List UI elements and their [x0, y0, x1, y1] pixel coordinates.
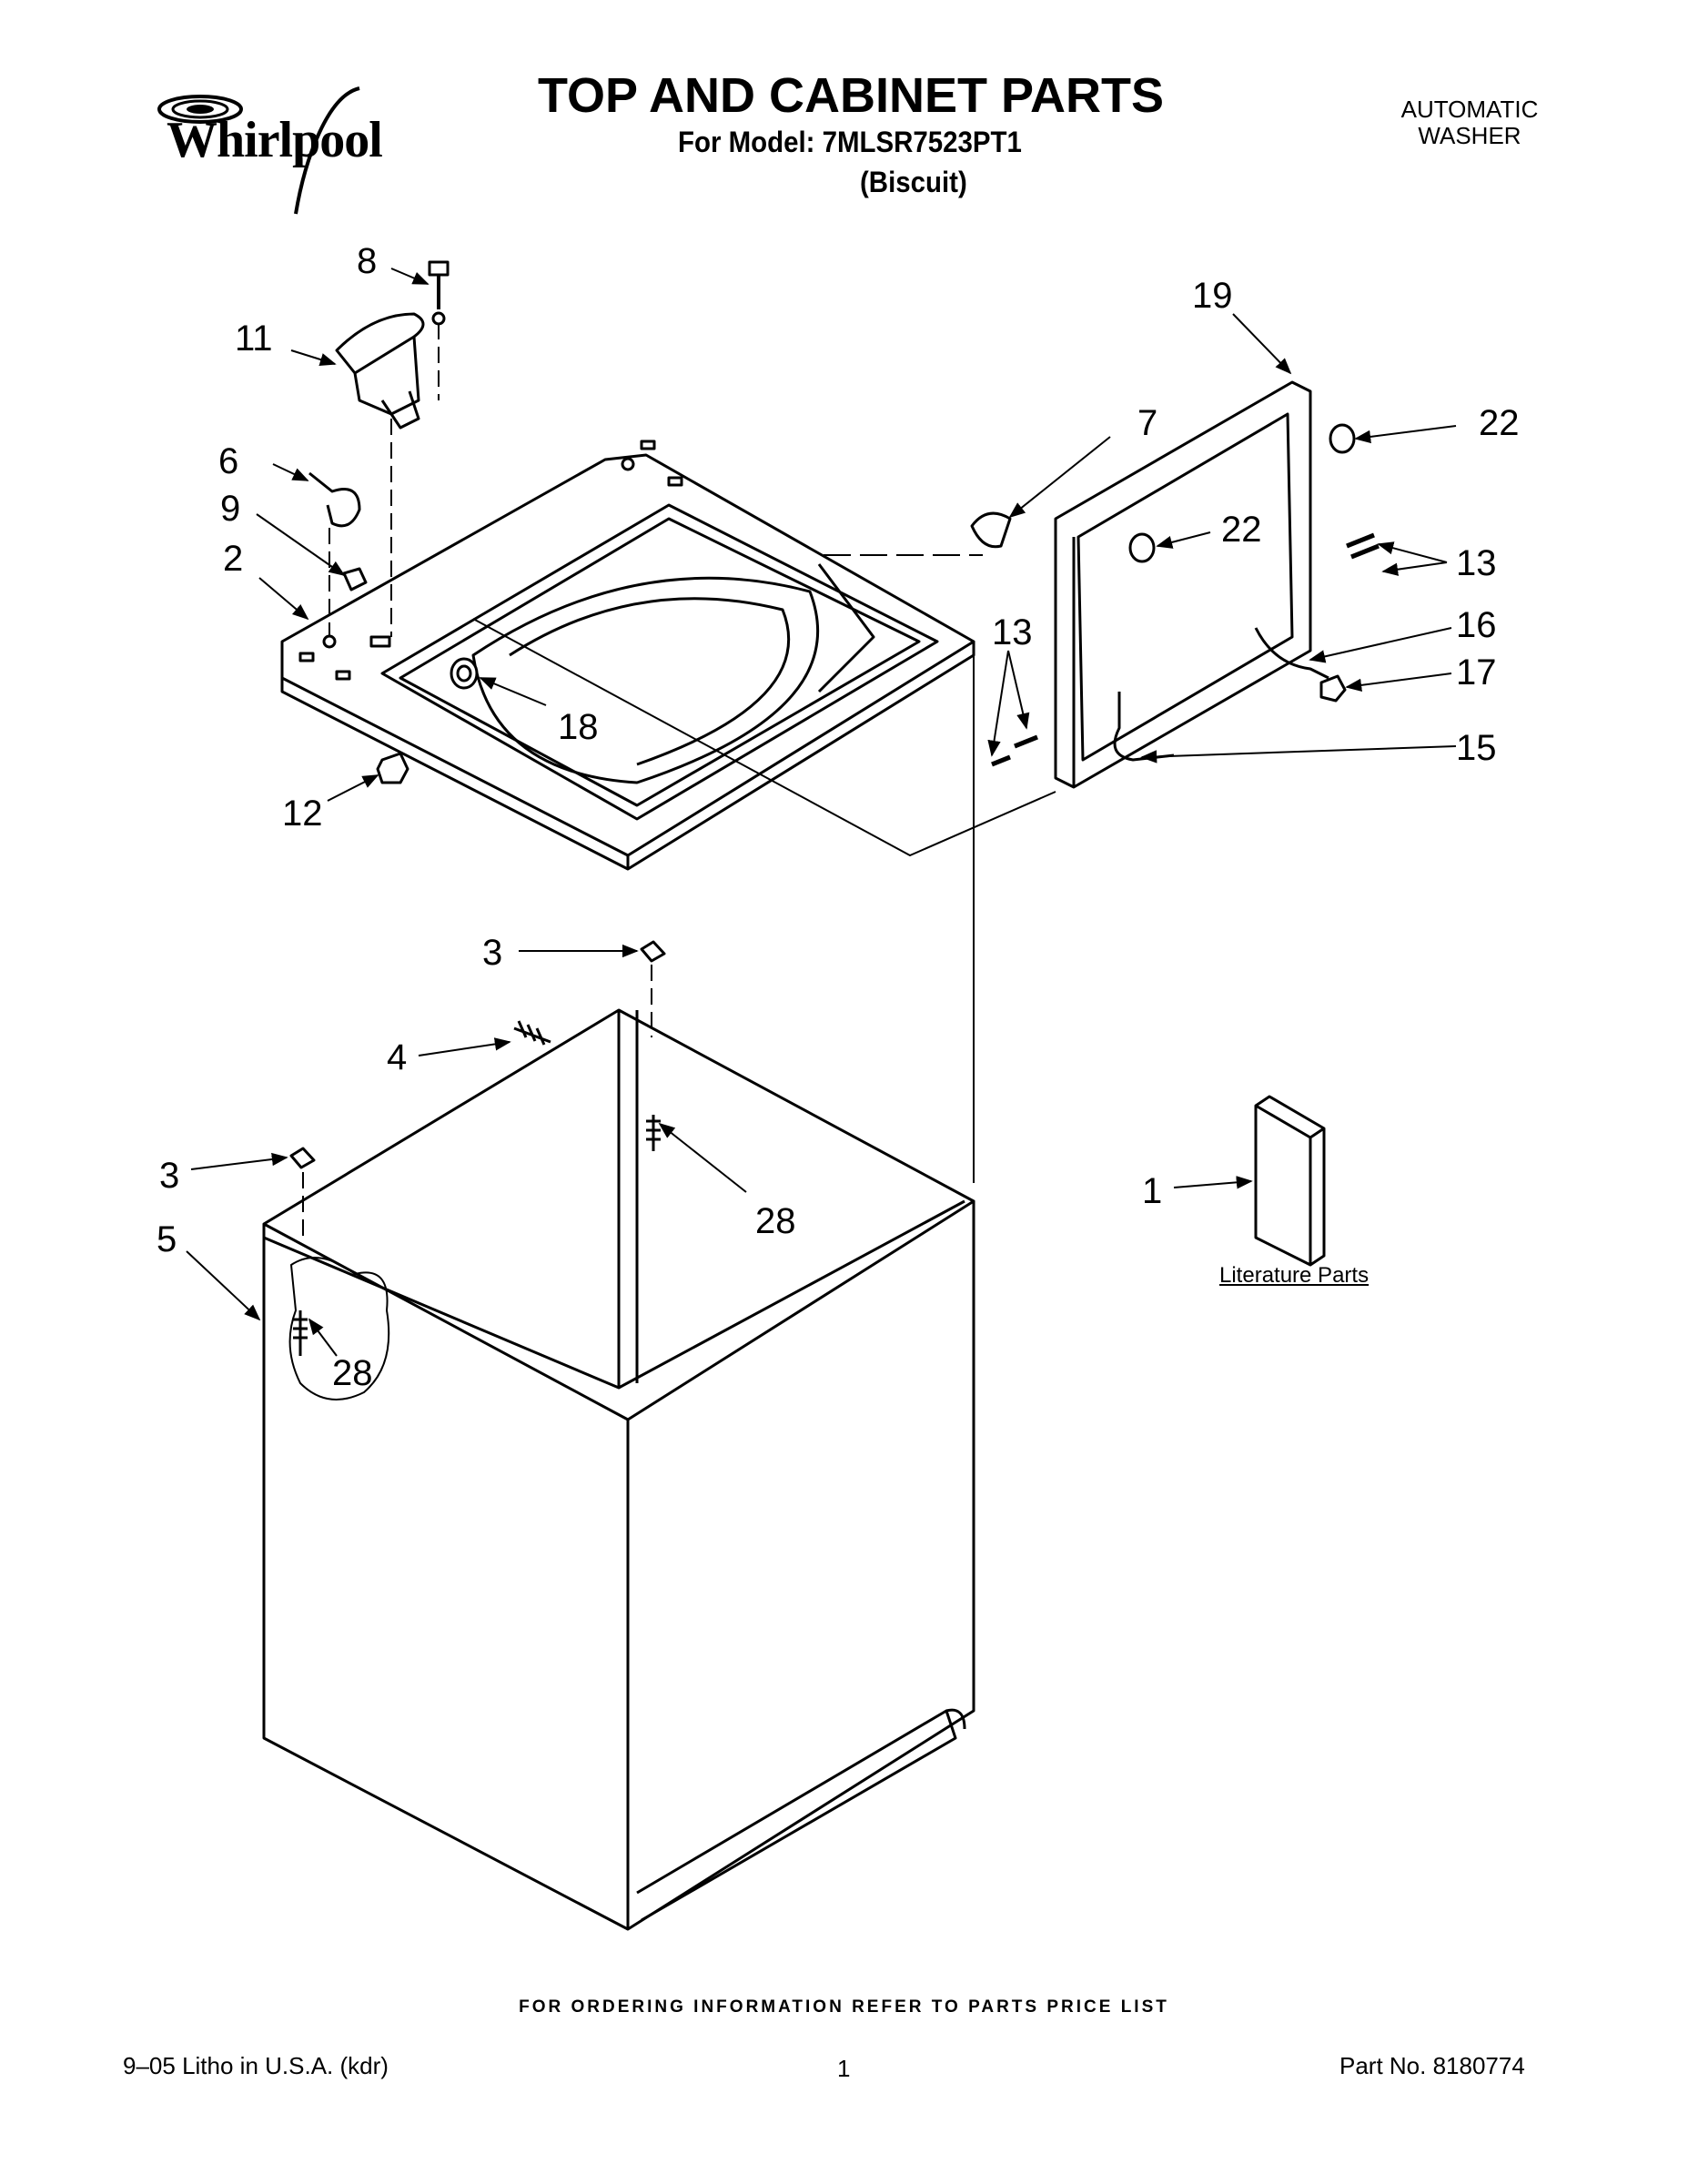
screw-28b-part: [293, 1310, 308, 1356]
appliance-type-line1: AUTOMATIC: [1400, 96, 1539, 123]
leader-17: [1345, 672, 1452, 693]
callout-1: 1: [1142, 1171, 1162, 1211]
bumper-22b-part: [1128, 532, 1156, 563]
litho-info: 9–05 Litho in U.S.A. (kdr): [123, 2052, 389, 2079]
leader-1: [1173, 1176, 1253, 1189]
leader-2: [258, 577, 309, 621]
appliance-type: AUTOMATIC WASHER: [1365, 96, 1574, 149]
screw-28a-part: [646, 1115, 661, 1151]
brand-wordmark: Whirlpool: [167, 112, 383, 168]
leader-6: [272, 463, 309, 481]
leader-13b-1: [987, 650, 1009, 757]
callout-9: 9: [220, 489, 240, 529]
clip-9-part: [342, 567, 368, 592]
lid-frame-part: [1054, 380, 1312, 789]
model-variant: (Biscuit): [860, 166, 967, 198]
screw-13b-part: [991, 734, 1038, 767]
leader-9: [256, 513, 346, 577]
appliance-type-line2: WASHER: [1418, 122, 1521, 149]
callout-17: 17: [1456, 652, 1497, 693]
leader-28b: [308, 1318, 338, 1357]
callout-16: 16: [1456, 605, 1497, 645]
screw-13a-part: [1346, 532, 1380, 560]
part-number: Part No. 8180774: [1339, 2052, 1525, 2079]
literature-parts-part: [1254, 1095, 1326, 1267]
callout-12: 12: [282, 794, 323, 834]
callout-28b: 28: [332, 1353, 373, 1393]
whirlpool-logo: [146, 77, 409, 223]
washer-top-part: [280, 440, 975, 871]
callout-22b: 22: [1221, 510, 1262, 550]
lid-hinge-7-part: [970, 511, 1012, 549]
ordering-note: FOR ORDERING INFORMATION REFER TO PARTS …: [519, 1997, 1169, 2017]
model-line: For Model: 7MLSR7523PT1: [678, 126, 1022, 158]
leader-3b: [190, 1152, 288, 1170]
leader-8: [390, 268, 430, 285]
leader-28a: [658, 1122, 747, 1193]
callout-18: 18: [558, 707, 599, 747]
screw-8-part: [428, 260, 450, 326]
screw-4-part: [513, 1020, 551, 1046]
callout-28a: 28: [755, 1201, 796, 1241]
leader-5: [186, 1250, 261, 1321]
leader-11: [290, 349, 337, 367]
hinge-rod-part: [1113, 627, 1329, 762]
leader-15: [1140, 745, 1457, 763]
leader-13b-2: [1007, 650, 1030, 730]
callout-11: 11: [235, 318, 273, 359]
leader-16: [1309, 627, 1452, 663]
page-number: 1: [837, 2055, 851, 2082]
literature-parts-label: Literature Parts: [1219, 1263, 1370, 1288]
leader-19: [1232, 313, 1292, 375]
clip-3b-part: [289, 1147, 316, 1169]
nut-12-part: [376, 752, 409, 784]
leader-22b: [1156, 531, 1211, 549]
callout-2: 2: [223, 539, 243, 579]
callout-13b: 13: [992, 612, 1033, 652]
nut-17-part: [1319, 674, 1347, 703]
callout-3b: 3: [159, 1156, 179, 1196]
callout-4: 4: [387, 1037, 407, 1077]
clip-3a-part: [640, 940, 666, 963]
cabinet-cutaway: [288, 1257, 390, 1400]
cabinet-5-part: [262, 1008, 975, 1931]
page-title: TOP AND CABINET PARTS: [537, 68, 1165, 123]
callout-6: 6: [218, 441, 238, 481]
callout-22a: 22: [1479, 403, 1520, 443]
leader-4: [418, 1037, 511, 1057]
leader-18: [479, 677, 547, 706]
hole-plug-18-part: [450, 657, 479, 690]
leader-22a: [1354, 425, 1457, 444]
leader-7: [1008, 436, 1111, 519]
callout-13a: 13: [1456, 543, 1497, 583]
leader-13a-1: [1377, 541, 1448, 563]
leader-13a-2: [1381, 561, 1448, 576]
callout-8: 8: [357, 241, 377, 281]
lid-switch-part: [335, 312, 425, 430]
callout-15: 15: [1456, 728, 1497, 768]
clip-6-part: [308, 471, 361, 528]
leader-12: [327, 774, 379, 802]
callout-3a: 3: [482, 933, 502, 973]
bumper-22a-part: [1329, 423, 1356, 454]
callout-19: 19: [1192, 276, 1233, 316]
callout-7: 7: [1137, 403, 1157, 443]
callout-5: 5: [157, 1219, 177, 1259]
